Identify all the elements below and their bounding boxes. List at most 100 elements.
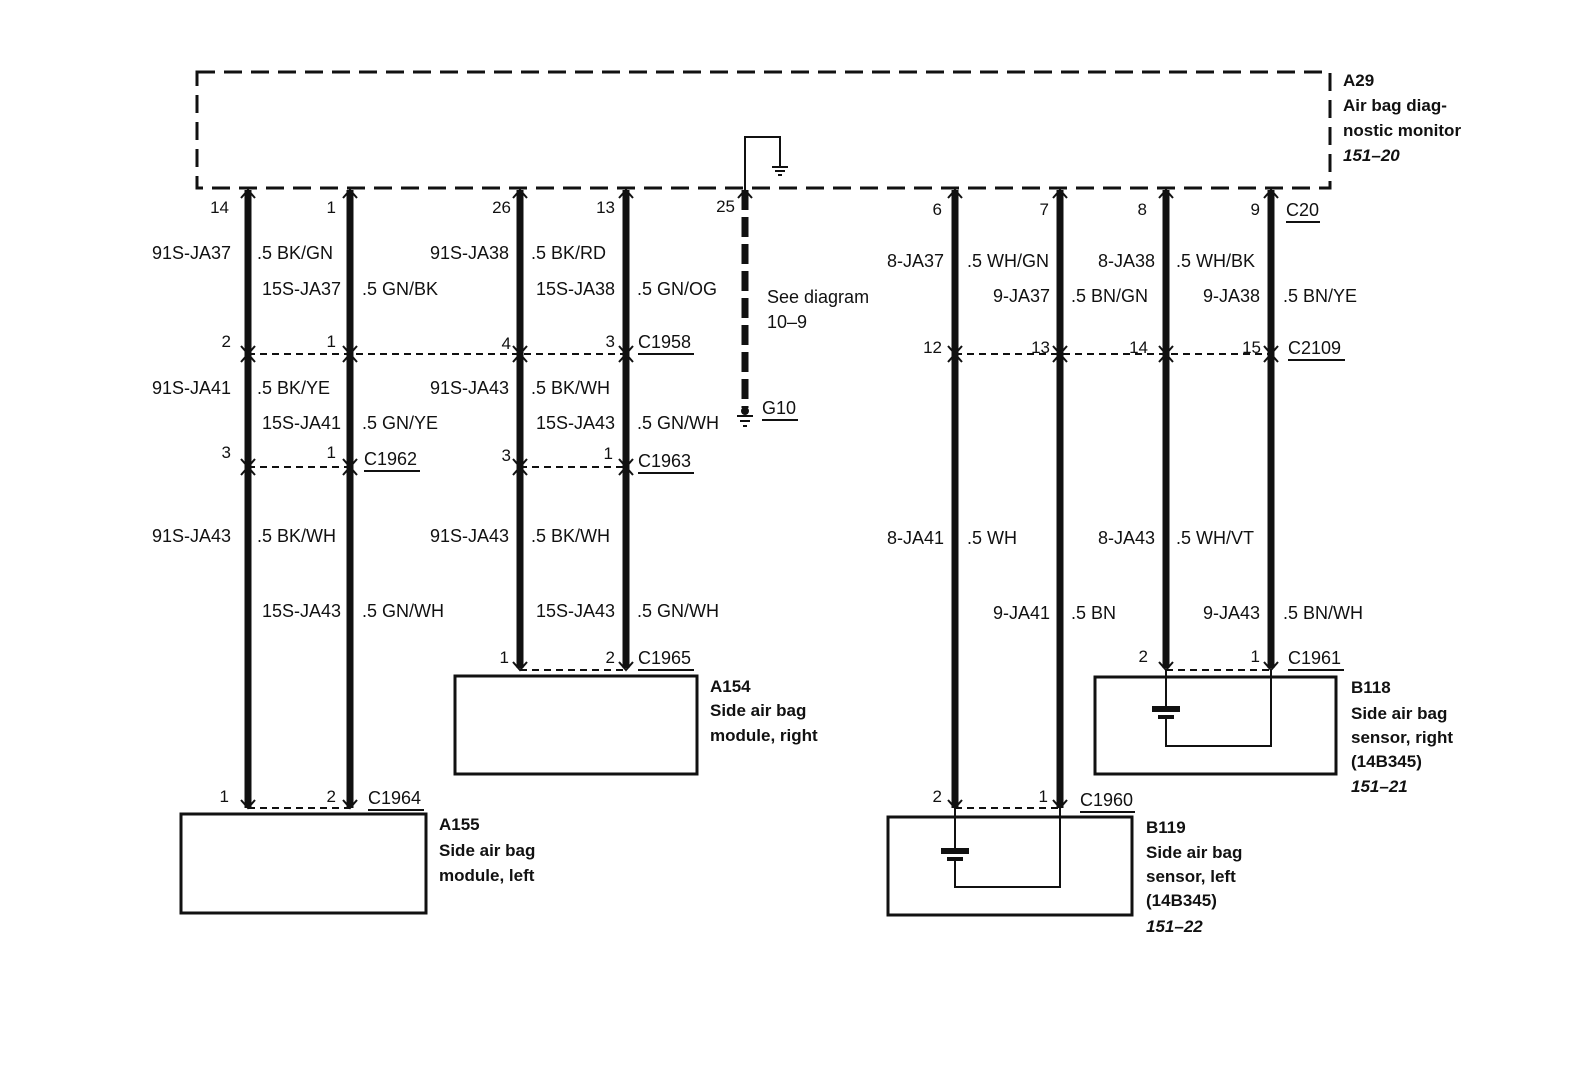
wire-labels-section-2: 91S-JA41 .5 BK/YE 15S-JA41 .5 GN/YE 91S-… (152, 378, 719, 433)
svg-text:.5 BK/WH: .5 BK/WH (531, 526, 610, 546)
svg-text:.5 GN/OG: .5 GN/OG (637, 279, 717, 299)
svg-text:10–9: 10–9 (767, 312, 807, 332)
svg-text:B119: B119 (1146, 818, 1186, 837)
svg-text:9-JA38: 9-JA38 (1203, 286, 1260, 306)
svg-text:2: 2 (606, 648, 615, 667)
svg-text:1: 1 (327, 443, 336, 462)
svg-text:91S-JA43: 91S-JA43 (152, 526, 231, 546)
svg-text:.5 GN/WH: .5 GN/WH (637, 413, 719, 433)
a155-module-box (179, 812, 428, 915)
svg-text:Side air bag: Side air bag (1146, 843, 1242, 862)
svg-text:Side air bag: Side air bag (1351, 704, 1447, 723)
svg-text:.5 GN/WH: .5 GN/WH (362, 601, 444, 621)
svg-text:C1964: C1964 (368, 788, 421, 808)
svg-text:15S-JA41: 15S-JA41 (262, 413, 341, 433)
svg-text:8-JA43: 8-JA43 (1098, 528, 1155, 548)
svg-text:25: 25 (716, 197, 735, 216)
svg-text:9-JA41: 9-JA41 (993, 603, 1050, 623)
svg-text:C1961: C1961 (1288, 648, 1341, 668)
a154-label: A154 Side air bag module, right (710, 677, 818, 745)
svg-text:.5 BN/YE: .5 BN/YE (1283, 286, 1357, 306)
a154-module-box (453, 674, 699, 776)
svg-text:2: 2 (1139, 647, 1148, 666)
svg-text:.5 GN/YE: .5 GN/YE (362, 413, 438, 433)
connector-c20: C20 (240, 188, 1320, 223)
svg-text:8-JA41: 8-JA41 (887, 528, 944, 548)
svg-text:9: 9 (1251, 200, 1260, 219)
svg-text:1: 1 (327, 198, 336, 217)
connector-c1965: C1965 (512, 648, 694, 672)
svg-text:3: 3 (502, 446, 511, 465)
svg-text:.5 WH/GN: .5 WH/GN (967, 251, 1049, 271)
b118-sensor-box (1093, 675, 1338, 776)
svg-text:Air bag diag-: Air bag diag- (1343, 96, 1447, 115)
svg-text:8-JA37: 8-JA37 (887, 251, 944, 271)
internal-ground-icon (744, 136, 788, 190)
svg-text:8: 8 (1138, 200, 1147, 219)
svg-text:1: 1 (327, 332, 336, 351)
svg-text:6: 6 (933, 200, 942, 219)
wire-group-left (244, 190, 630, 808)
svg-text:C1958: C1958 (638, 332, 691, 352)
svg-text:A29: A29 (1343, 71, 1374, 90)
svg-text:13: 13 (596, 198, 615, 217)
svg-text:91S-JA43: 91S-JA43 (430, 378, 509, 398)
svg-text:15S-JA43: 15S-JA43 (536, 601, 615, 621)
svg-text:13: 13 (1031, 338, 1050, 357)
svg-text:.5 BK/WH: .5 BK/WH (531, 378, 610, 398)
svg-text:15S-JA37: 15S-JA37 (262, 279, 341, 299)
connector-c2109: C2109 (947, 338, 1345, 363)
svg-text:.5 WH: .5 WH (967, 528, 1017, 548)
svg-text:.5 BK/GN: .5 BK/GN (257, 243, 333, 263)
svg-text:9-JA37: 9-JA37 (993, 286, 1050, 306)
svg-text:15: 15 (1242, 338, 1261, 357)
svg-text:.5 BN/GN: .5 BN/GN (1071, 286, 1148, 306)
svg-text:module, left: module, left (439, 866, 535, 885)
svg-text:3: 3 (222, 443, 231, 462)
pin-numbers: 14 1 26 13 25 6 7 8 9 2 1 4 3 12 13 14 1… (210, 197, 1261, 806)
svg-text:C1962: C1962 (364, 449, 417, 469)
svg-text:(14B345): (14B345) (1146, 891, 1217, 910)
svg-text:C1963: C1963 (638, 451, 691, 471)
connector-c1962: C1962 (240, 449, 420, 476)
svg-text:B118: B118 (1351, 678, 1391, 697)
svg-text:151–22: 151–22 (1146, 917, 1203, 936)
ground-g10-label: G10 (762, 398, 796, 418)
svg-text:2: 2 (327, 787, 336, 806)
svg-text:.5 BN/WH: .5 BN/WH (1283, 603, 1363, 623)
svg-text:.5 WH/BK: .5 WH/BK (1176, 251, 1255, 271)
svg-text:.5 BN: .5 BN (1071, 603, 1116, 623)
svg-text:151–21: 151–21 (1351, 777, 1408, 796)
svg-text:.5 BK/YE: .5 BK/YE (257, 378, 330, 398)
svg-text:91S-JA37: 91S-JA37 (152, 243, 231, 263)
svg-text:2: 2 (222, 332, 231, 351)
svg-text:9-JA43: 9-JA43 (1203, 603, 1260, 623)
svg-text:8-JA38: 8-JA38 (1098, 251, 1155, 271)
svg-text:nostic monitor: nostic monitor (1343, 121, 1461, 140)
connector-c1963: C1963 (512, 451, 694, 476)
svg-text:4: 4 (502, 334, 511, 353)
wire-labels-section-3: 91S-JA43 .5 BK/WH 15S-JA43 .5 GN/WH 91S-… (152, 526, 1363, 623)
b119-switch-icon (941, 808, 1061, 888)
svg-text:26: 26 (492, 198, 511, 217)
svg-text:1: 1 (500, 648, 509, 667)
svg-text:1: 1 (220, 787, 229, 806)
svg-text:Side air bag: Side air bag (439, 841, 535, 860)
svg-text:15S-JA43: 15S-JA43 (536, 413, 615, 433)
a155-label: A155 Side air bag module, left (439, 815, 535, 885)
svg-text:1: 1 (604, 444, 613, 463)
svg-text:151–20: 151–20 (1343, 146, 1400, 165)
connector-c1958: C1958 (240, 332, 694, 363)
svg-text:12: 12 (923, 338, 942, 357)
wire-labels-section-1: 91S-JA37 .5 BK/GN 15S-JA37 .5 GN/BK 91S-… (152, 243, 1357, 306)
svg-text:91S-JA41: 91S-JA41 (152, 378, 231, 398)
svg-text:A154: A154 (710, 677, 751, 696)
svg-text:15S-JA43: 15S-JA43 (262, 601, 341, 621)
svg-text:C1960: C1960 (1080, 790, 1133, 810)
ground-g10-icon (737, 407, 753, 427)
connector-c1964: C1964 (240, 788, 424, 811)
b119-sensor-box (886, 815, 1134, 917)
svg-text:C20: C20 (1286, 200, 1319, 220)
b119-label: B119 Side air bag sensor, left (14B345) … (1146, 818, 1242, 936)
